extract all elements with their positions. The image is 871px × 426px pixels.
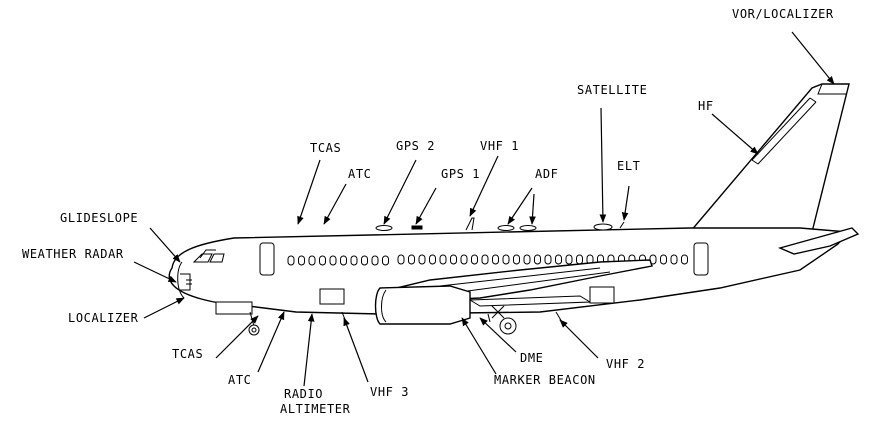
cabin-windows-aft [397,254,688,265]
nose-landing-gear [215,301,260,336]
label-vhf1: VHF 1 [480,139,519,153]
label-gps1: GPS 1 [441,167,480,181]
cabin-window [555,254,562,265]
cabin-window [513,254,520,265]
cabin-window [576,254,583,265]
cabin-windows-forward [287,255,389,266]
cabin-window [429,254,436,265]
cabin-window [397,254,405,265]
cabin-window [660,254,667,265]
label-vhf3: VHF 3 [370,385,409,399]
cabin-window [329,255,337,266]
vertical-tail [688,83,850,233]
label-dme: DME [520,351,543,365]
label-hf: HF [698,99,714,113]
gps1-antenna [411,225,423,230]
cabin-window [460,254,468,265]
cockpit-windows [192,249,225,263]
cabin-window [492,254,499,265]
label-radio-altimeter-line1: RADIO [284,387,323,401]
cabin-window [534,254,541,265]
label-marker-beacon: MARKER BEACON [494,373,596,387]
cabin-window [382,255,389,266]
label-vhf2: VHF 2 [606,357,645,371]
cabin-window [502,254,510,265]
cabin-window [544,254,552,265]
main-landing-gear [491,305,517,335]
cabin-window [439,254,447,265]
cabin-window [523,254,531,265]
satellite-antenna [593,223,613,231]
label-elt: ELT [617,159,640,173]
label-tcas-bottom: TCAS [172,347,203,361]
engine-nacelle [374,285,471,325]
labels: VOR/LOCALIZER SATELLITE HF TCAS GPS 2 VH… [22,7,834,416]
label-atc-bottom: ATC [228,373,251,387]
label-atc-top: ATC [348,167,371,181]
cabin-window [350,255,358,266]
label-localizer: LOCALIZER [68,311,139,325]
leader-arrows [133,31,835,387]
label-satellite: SATELLITE [577,83,647,97]
cabin-window [681,254,688,265]
belly-panel-aft [589,286,615,304]
cabin-window [471,254,478,265]
label-glideslope: GLIDESLOPE [60,211,138,225]
cabin-window [287,255,295,266]
cabin-window [450,254,457,265]
cabin-window [418,254,426,265]
belly-panel-forward [319,288,345,305]
gps2-antenna [375,225,393,231]
top-antennas [375,217,625,231]
vhf1-antenna [465,217,475,231]
label-vor-localizer: VOR/LOCALIZER [732,7,834,21]
cabin-window [308,255,316,266]
label-tcas-top: TCAS [310,141,341,155]
label-adf: ADF [535,167,558,181]
radome [177,261,185,299]
adf-antenna-2 [519,225,537,231]
dme-antenna [487,313,491,323]
label-radio-altimeter-line2: ALTIMETER [280,402,351,416]
aircraft-drawing [168,83,860,336]
label-weather-radar: WEATHER RADAR [22,247,124,261]
cabin-window [361,255,368,266]
cabin-window [319,255,326,266]
vertical-tail-hf-fairing [751,97,817,165]
elt-antenna [619,221,625,229]
cabin-window [371,255,379,266]
forward-door [259,242,275,276]
label-gps2: GPS 2 [396,139,435,153]
cabin-window [481,254,489,265]
cabin-window [565,254,573,265]
adf-antenna-1 [497,225,515,231]
aft-door [693,242,709,276]
cabin-window [408,254,415,265]
cabin-window [670,254,678,265]
horizontal-stabilizer [777,227,860,255]
cabin-window [298,255,305,266]
cabin-window [340,255,347,266]
